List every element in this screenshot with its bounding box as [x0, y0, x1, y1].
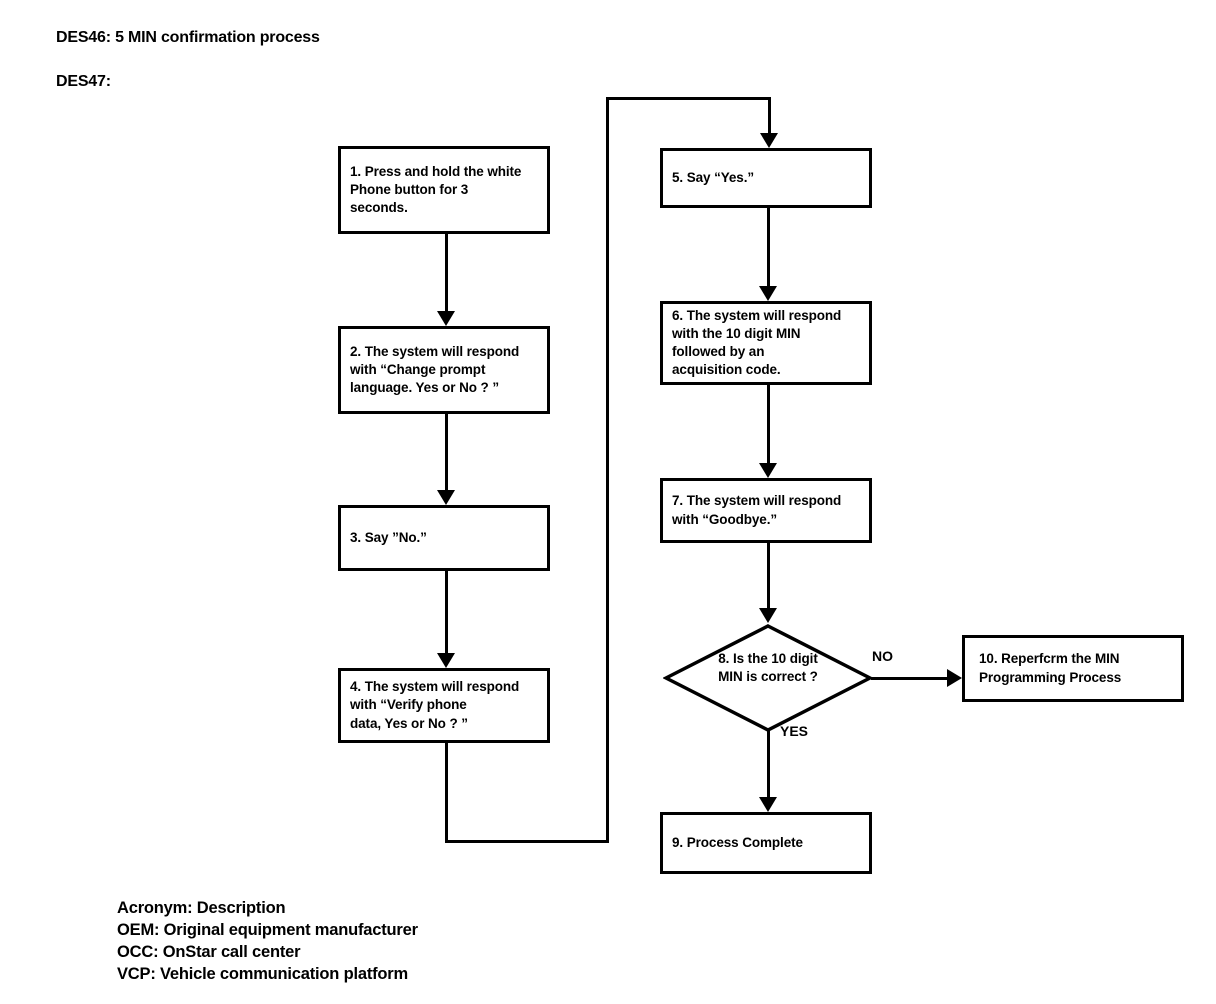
branch-label-no: NO: [872, 648, 893, 664]
arrowhead-no-to-step10: [947, 669, 962, 687]
flow-node-step-8: [663, 623, 873, 733]
flow-node-step-10: 10. Reperfcrm the MIN Programming Proces…: [962, 635, 1184, 702]
connector-step4-loop-down: [445, 743, 448, 843]
heading-des47: DES47:: [56, 73, 111, 90]
acronym-legend: Acronym: Description OEM: Original equip…: [117, 897, 418, 985]
branch-label-yes: YES: [780, 723, 809, 739]
flow-node-step-3-label: 3. Say ”No.”: [350, 529, 427, 545]
arrowhead-yes-to-step9: [759, 797, 777, 812]
connector-step6-to-step7: [767, 385, 770, 463]
heading-des46: DES46: 5 MIN confirmation process: [56, 29, 320, 46]
arrowhead-loop-to-step5: [760, 133, 778, 148]
legend-line-oem: OEM: Original equipment manufacturer: [117, 921, 418, 940]
flow-node-step-7-label: 7. The system will respond with “Goodbye…: [672, 493, 842, 527]
connector-step7-to-step8: [767, 543, 770, 608]
flow-node-step-4: 4. The system will respond with “Verify …: [338, 668, 550, 743]
connector-step8-no-to-step10: [871, 677, 947, 680]
connector-step5-to-step6: [767, 208, 770, 286]
flow-node-step-3: 3. Say ”No.”: [338, 505, 550, 571]
flow-node-step-1-label: 1. Press and hold the white Phone button…: [350, 163, 522, 216]
arrowhead-step2-to-step3: [437, 490, 455, 505]
flow-node-step-9-label: 9. Process Complete: [672, 834, 803, 850]
connector-loop-vertical-riser: [606, 97, 609, 843]
flow-node-step-1: 1. Press and hold the white Phone button…: [338, 146, 550, 234]
arrowhead-step7-to-step8: [759, 608, 777, 623]
arrowhead-step3-to-step4: [437, 653, 455, 668]
flow-node-step-8-label: 8. Is the 10 digit MIN is correct ?: [718, 651, 818, 685]
flow-node-step-5-label: 5. Say “Yes.”: [672, 169, 755, 185]
legend-line-occ: OCC: OnStar call center: [117, 943, 301, 962]
flow-node-step-7: 7. The system will respond with “Goodbye…: [660, 478, 872, 543]
connector-step1-to-step2: [445, 234, 448, 311]
flow-node-step-6: 6. The system will respond with the 10 d…: [660, 301, 872, 385]
legend-line-header: Acronym: Description: [117, 899, 286, 917]
legend-line-vcp: VCP: Vehicle communication platform: [117, 965, 408, 984]
connector-step2-to-step3: [445, 414, 448, 490]
flow-node-step-2: 2. The system will respond with “Change …: [338, 326, 550, 414]
flow-node-step-6-label: 6. The system will respond with the 10 d…: [672, 307, 842, 378]
diamond-shape: [663, 624, 873, 732]
arrowhead-step6-to-step7: [759, 463, 777, 478]
flow-node-step-5: 5. Say “Yes.”: [660, 148, 872, 208]
flow-node-step-9: 9. Process Complete: [660, 812, 872, 874]
flow-node-step-10-label: 10. Reperfcrm the MIN Programming Proces…: [979, 651, 1122, 685]
connector-step8-yes-to-step9: [767, 731, 770, 797]
connector-step3-to-step4: [445, 571, 448, 653]
flow-node-step-4-label: 4. The system will respond with “Verify …: [350, 679, 520, 731]
connector-loop-into-step5: [768, 97, 771, 133]
flow-node-step-2-label: 2. The system will respond with “Change …: [350, 343, 520, 396]
arrowhead-step5-to-step6: [759, 286, 777, 301]
connector-loop-top-horizontal: [606, 97, 771, 100]
connector-step4-loop-right: [445, 840, 609, 843]
arrowhead-step1-to-step2: [437, 311, 455, 326]
